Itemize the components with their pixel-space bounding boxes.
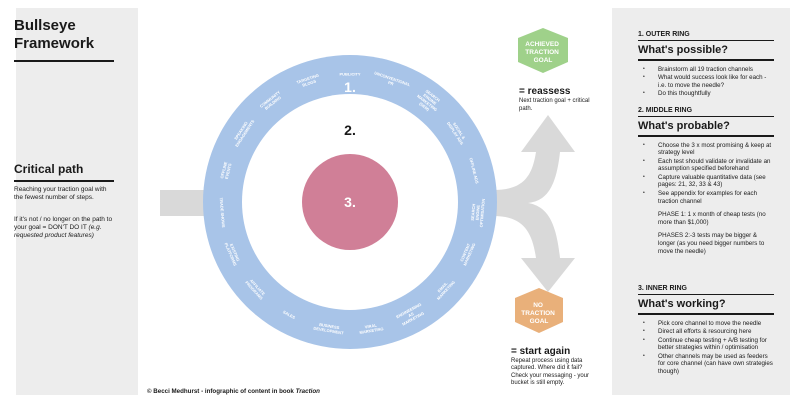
channel-label-line: OPTIMISATION: [479, 198, 486, 227]
no-goal-line-3: GOAL: [530, 318, 549, 325]
footer-book-title: Traction: [295, 388, 320, 395]
channel-label-line: DEVELOPMENT: [313, 326, 344, 336]
no-goal-hexagon: [515, 288, 563, 333]
no-goal-label: NO TRACTION GOAL: [521, 302, 556, 325]
critical-path-divider: [14, 180, 114, 182]
bullet-item: Do this thoughtfully: [643, 90, 776, 98]
footer-text: © Becci Medhurst - infographic of conten…: [147, 388, 294, 395]
inner-circle: [302, 154, 398, 250]
critical-path-rule: If it's not / no longer on the path to y…: [14, 216, 113, 232]
bullet-item: See appendix for examples for each tract…: [643, 190, 776, 205]
channel-label-line: BLOGS: [302, 78, 317, 87]
section-divider: [638, 116, 774, 117]
title-divider: [14, 60, 114, 62]
no-goal-line-1: NO: [533, 302, 543, 309]
left-panel: [16, 8, 138, 395]
channel-label: SEARCHENGINEOPTIMISATION: [469, 198, 486, 228]
middle-ring-section: 2. MIDDLE RING What's probable? Choose t…: [638, 107, 788, 255]
phase-2-text: PHASES 2:-3 tests may be bigger & longer…: [658, 232, 765, 255]
fork-arrow: [493, 115, 575, 292]
reassess-text: Next traction goal + critical path.: [519, 98, 590, 112]
channel-label-line: BUSINESS: [319, 322, 340, 330]
channel-label-line: PUBLICITY: [339, 72, 360, 77]
start-again-text: Repeat process using data captured. Wher…: [511, 358, 590, 386]
critical-path-example: (e.g. requested product features): [14, 224, 102, 240]
section-heading: What's probable?: [638, 120, 730, 132]
section-heading-divider: [638, 313, 774, 315]
achieved-line-3: GOAL: [534, 57, 553, 64]
achieved-line-1: ACHIEVED: [525, 41, 559, 48]
bullet-item: Direct all efforts & resourcing here: [643, 328, 776, 336]
channel-label: VIRALMARKETING: [358, 322, 383, 335]
channel-label-line: TRADE SHOWS: [219, 197, 226, 228]
channel-label: PUBLICITY: [339, 72, 360, 77]
channel-label: SALES: [282, 309, 296, 320]
section-number: 3. INNER RING: [638, 285, 688, 292]
bullet-item: Continue cheap testing + A/B testing for…: [643, 337, 776, 352]
achieved-goal-hexagon: [518, 28, 568, 73]
section-heading-divider: [638, 135, 774, 137]
inner-ring-section: 3. INNER RING What's working? Pick core …: [638, 285, 788, 377]
no-goal-line-2: TRACTION: [521, 310, 555, 317]
channel-label: OFFLINE ADS: [468, 157, 479, 184]
bullet-item: What would success look like for each - …: [643, 74, 776, 89]
section-heading: What's working?: [638, 298, 726, 310]
channel-label-line: VIRAL: [364, 322, 377, 329]
reassess-heading: = reassess: [519, 86, 571, 97]
section-heading: What's possible?: [638, 44, 729, 56]
channel-label: TRADE SHOWS: [219, 197, 226, 228]
inner-circle-number: 3.: [344, 194, 356, 210]
critical-path-heading: Critical path: [14, 162, 84, 176]
section-number: 1. OUTER RING: [638, 31, 690, 38]
section-number: 2. MIDDLE RING: [638, 107, 693, 114]
section-bullets: Pick core channel to move the needle Dir…: [638, 320, 788, 376]
critical-path-rule-text: If it's not / no longer on the path to y…: [14, 216, 114, 241]
bullet-item: Choose the 3 x most promising & keep at …: [643, 142, 776, 157]
channel-label-line: ENGINE: [474, 204, 480, 220]
channel-label-line: OFFLINE ADS: [468, 157, 479, 184]
section-divider: [638, 40, 774, 41]
outer-ring-section: 1. OUTER RING What's possible? Brainstor…: [638, 31, 788, 99]
phase-1-text: PHASE 1: 1 x month of cheap tests (no mo…: [658, 211, 766, 226]
channel-label-line: SALES: [282, 309, 296, 320]
section-heading-divider: [638, 59, 774, 61]
achieved-line-2: TRACTION: [525, 49, 559, 56]
channel-label-line: EVENTS: [224, 162, 233, 179]
channel-label-line: AS: [407, 311, 415, 318]
channel-label: OFFLINEEVENTS: [219, 161, 233, 180]
section-bullets: Choose the 3 x most promising & keep at …: [638, 142, 788, 206]
channel-label-line: SEARCH: [470, 203, 476, 220]
start-again-heading: = start again: [511, 346, 571, 357]
bullet-item: Capture valuable quantitative data (see …: [643, 174, 776, 189]
bullet-item: Each test should validate or invalidate …: [643, 158, 776, 173]
section-divider: [638, 294, 774, 295]
channel-label: BUSINESSDEVELOPMENT: [313, 321, 345, 336]
footer-credit: © Becci Medhurst - infographic of conten…: [147, 388, 320, 395]
critical-path-text: Reaching your traction goal with the few…: [14, 186, 107, 202]
channel-label-line: OFFLINE: [219, 161, 228, 179]
achieved-goal-label: ACHIEVED TRACTION GOAL: [525, 41, 560, 64]
bullet-item: Brainstorm all 19 traction channels: [643, 66, 776, 74]
section-bullets: Brainstorm all 19 traction channels What…: [638, 66, 788, 98]
channel-label-line: PR: [387, 80, 394, 87]
page-title: Bullseye Framework: [14, 17, 95, 52]
channel-label-line: (SEM): [418, 101, 431, 112]
channel-label-line: MARKETING: [359, 326, 384, 335]
bullet-item: Other channels may be used as feeders fo…: [643, 353, 776, 376]
middle-ring-number: 2.: [344, 122, 356, 138]
bullet-item: Pick core channel to move the needle: [643, 320, 776, 328]
outer-ring-number: 1.: [344, 79, 356, 95]
